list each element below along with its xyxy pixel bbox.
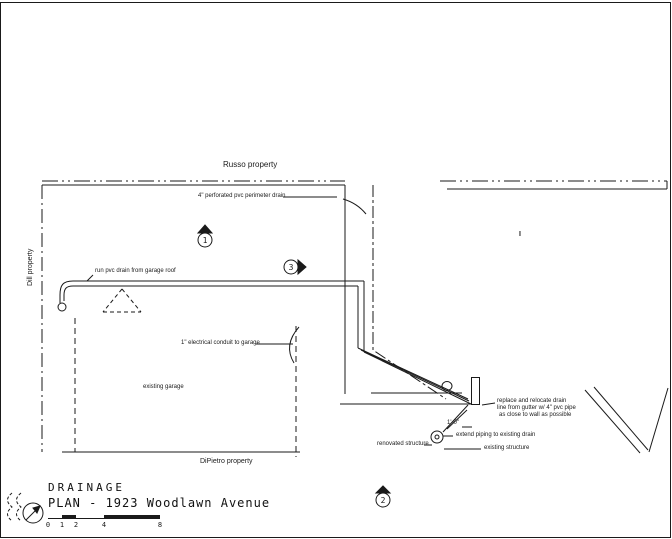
- perimeter-drain-note: 4" perforated pvc perimeter drain: [198, 193, 286, 199]
- scale-tick-8: 8: [158, 521, 162, 529]
- pipe-diagonal-1: [357, 347, 469, 400]
- drawing-title-line2: PLAN - 1923 Woodlawn Avenue: [48, 496, 271, 510]
- section-marker-1-number: 1: [203, 236, 208, 245]
- detail-marker-2-number: 2: [381, 496, 386, 505]
- cleanout-ellipse: [441, 381, 453, 391]
- north-arrow-circle: [22, 502, 44, 524]
- column-mark-label: I: [519, 231, 521, 238]
- russo-property-label: Russo property: [223, 160, 278, 169]
- pipe-diagonal-3: [363, 351, 472, 405]
- swale-line-3: [648, 387, 669, 453]
- pipe-elbow-outer: [59, 280, 74, 303]
- existing-garage-label: existing garage: [143, 384, 184, 390]
- section-marker-3-circle: [283, 259, 299, 275]
- swale-line-1: [584, 389, 641, 454]
- pipe-elbow-inner: [63, 285, 74, 301]
- renovated-structure-label: renovated structure: [377, 441, 429, 447]
- detail-marker-2-circle: [375, 492, 391, 508]
- pipe-outlet-circle: [57, 302, 67, 312]
- shrub-symbol-1: [7, 492, 13, 522]
- scale-tick-0: 0: [46, 521, 50, 529]
- north-arrow-head: [32, 505, 41, 514]
- section-marker-1-triangle: [196, 224, 214, 234]
- scale-tick-4: 4: [102, 521, 106, 529]
- dimension-arrow: [446, 409, 468, 430]
- relocate-note-line2: line from gutter w/ 4" pvc pipe: [497, 405, 576, 411]
- roof-drain-note: run pvc drain from garage roof: [95, 268, 176, 274]
- relocate-note-leader: [481, 402, 496, 406]
- relocate-note-line1: replace and relocate drain: [497, 398, 567, 404]
- house-foundation-centerline: [372, 185, 447, 400]
- swale-line-2: [593, 386, 649, 451]
- scale-bar-segment-1: [62, 515, 76, 518]
- drawing-title-line1: DRAINAGE: [48, 481, 125, 494]
- conduit-curve: [289, 326, 300, 364]
- section-marker-3-number: 3: [289, 263, 294, 272]
- extend-piping-note: extend piping to existing drain: [456, 432, 536, 438]
- drain-structure-circle: [430, 430, 444, 444]
- perimeter-drain-leader: [283, 196, 367, 215]
- roof-drain-leader: [86, 274, 94, 282]
- shrub-symbol-2: [16, 492, 22, 522]
- scale-tick-2: 2: [74, 521, 78, 529]
- dimension-label: 1'-0": [447, 420, 459, 426]
- section-marker-1-circle: [197, 232, 213, 248]
- drain-structure-center: [434, 434, 440, 440]
- relocate-note-line3: as close to wall as possible: [499, 412, 572, 418]
- electrical-conduit-note: 1" electrical conduit to garage: [181, 340, 260, 346]
- downspout-riser: [471, 377, 480, 405]
- dipietro-property-label: DiPietro property: [200, 458, 253, 465]
- slope-triangle: [102, 288, 142, 313]
- dill-property-label: Dill property: [27, 248, 34, 286]
- pipe-diagonal-2: [360, 349, 470, 402]
- pipe-to-drain: [442, 404, 469, 433]
- section-marker-3-triangle: [297, 258, 307, 276]
- scale-tick-1: 1: [60, 521, 64, 529]
- detail-marker-2-triangle: [374, 485, 392, 494]
- existing-structure-label: existing structure: [484, 445, 530, 451]
- scale-bar-segment-2: [104, 515, 160, 518]
